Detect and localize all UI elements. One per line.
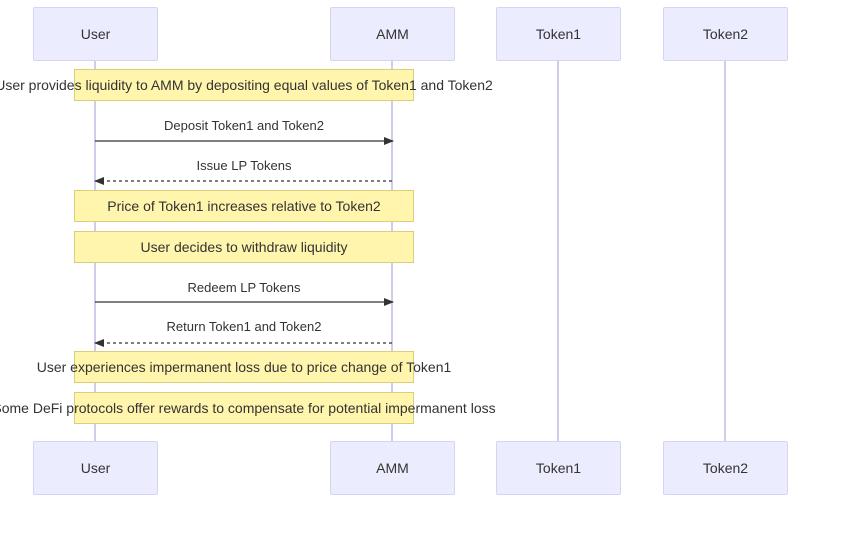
note-provide-liquidity (74, 69, 414, 101)
note-defi-rewards-text: Some DeFi protocols offer rewards to com… (0, 400, 496, 416)
actor-token1-label: Token1 (535, 26, 582, 42)
message-return-tokens-label: Return Token1 and Token2 (166, 319, 322, 334)
message-deposit-label: Deposit Token1 and Token2 (164, 118, 324, 133)
note-withdraw-decision-text: User decides to withdraw liquidity (140, 239, 348, 255)
actor-token2-bottom: Token2 (663, 441, 788, 495)
actor-user-bottom: User (33, 441, 158, 495)
note-impermanent-loss (74, 351, 414, 383)
note-impermanent-loss-text: User experiences impermanent loss due to… (36, 359, 452, 375)
actor-amm-top: AMM (330, 7, 455, 61)
actor-token1-top: Token1 (496, 7, 621, 61)
actor-token2-label: Token2 (702, 26, 749, 42)
actor-token1-label: Token1 (535, 460, 582, 476)
note-price-increase (74, 190, 414, 222)
note-withdraw-decision (74, 231, 414, 263)
actor-user-top: User (33, 7, 158, 61)
actor-amm-label: AMM (376, 26, 409, 42)
actor-token2-label: Token2 (702, 460, 749, 476)
actor-token2-top: Token2 (663, 7, 788, 61)
note-provide-liquidity-text: User provides liquidity to AMM by deposi… (0, 77, 493, 93)
note-defi-rewards (74, 392, 414, 424)
actor-user-label: User (80, 26, 111, 42)
token1-lifeline (557, 60, 559, 442)
message-redeem-lp-label: Redeem LP Tokens (187, 280, 301, 295)
actor-amm-bottom: AMM (330, 441, 455, 495)
message-issue-lp-label: Issue LP Tokens (196, 158, 292, 173)
actor-amm-label: AMM (376, 460, 409, 476)
token2-lifeline (724, 60, 726, 442)
actor-token1-bottom: Token1 (496, 441, 621, 495)
note-price-increase-text: Price of Token1 increases relative to To… (107, 198, 381, 214)
actor-user-label: User (80, 460, 111, 476)
